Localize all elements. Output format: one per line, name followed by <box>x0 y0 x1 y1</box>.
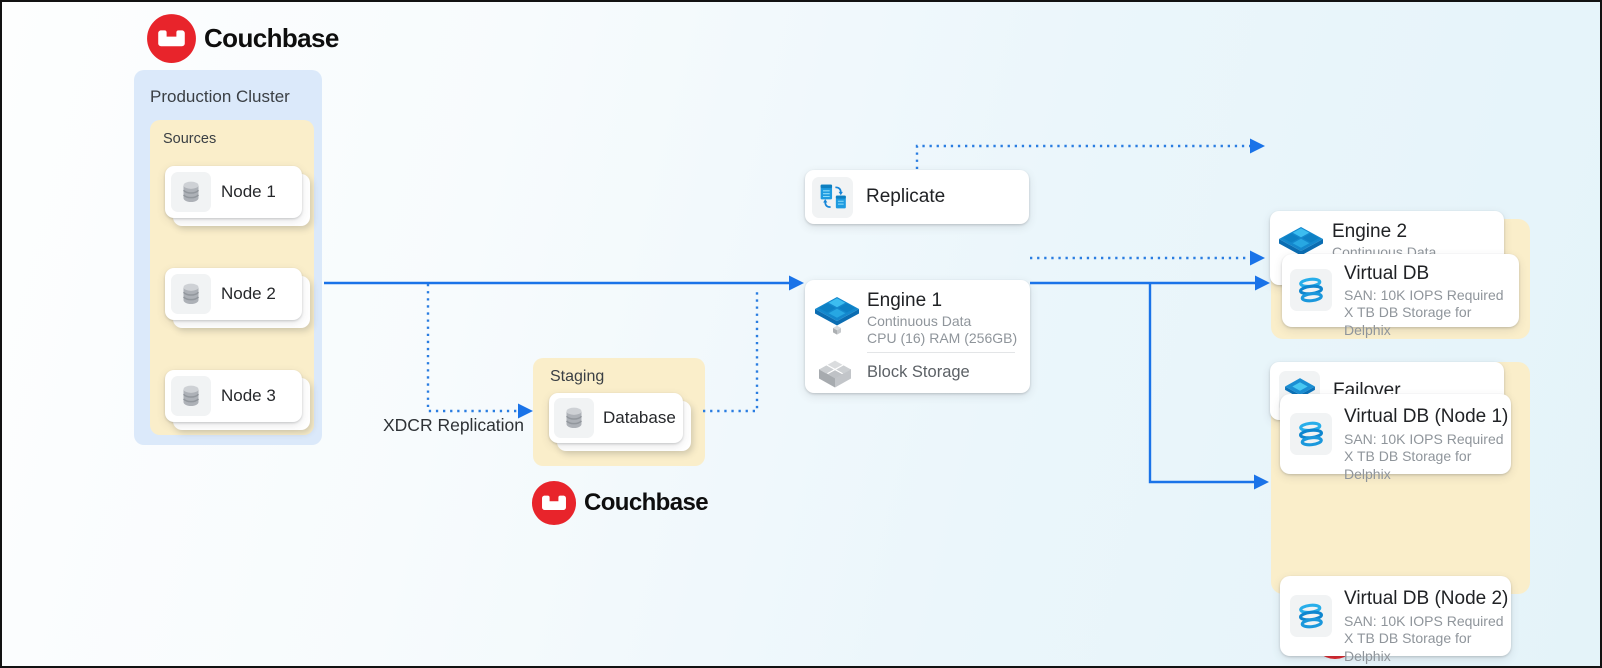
node-card-wrap: Node 2 <box>165 268 310 328</box>
xdcr-replication-label: XDCR Replication <box>383 415 525 435</box>
database-icon-tile <box>171 376 211 416</box>
virtual-db-line2: X TB DB Storage for Delphix <box>1344 304 1472 339</box>
database-icon <box>176 177 206 207</box>
staging-title: Staging <box>550 368 605 385</box>
virtual-db-node1-line2: X TB DB Storage for Delphix <box>1344 448 1472 483</box>
database-icon <box>559 403 589 433</box>
virtual-db-title: Virtual DB <box>1344 263 1430 284</box>
engine1-subtitle1: Continuous Data <box>867 313 972 329</box>
replicate-card: Replicate <box>805 170 1029 224</box>
block-storage-label: Block Storage <box>867 363 970 381</box>
sources-title: Sources <box>163 131 217 147</box>
replicate-icon-tile <box>812 176 853 218</box>
database-icon <box>176 279 206 309</box>
block-storage-icon <box>813 354 857 394</box>
engine1-card: Engine 1 Continuous Data CPU (16) RAM (2… <box>805 280 1030 393</box>
node-label: Node 3 <box>221 386 276 405</box>
virtual-db-icon <box>1294 417 1328 451</box>
virtual-db-line1: SAN: 10K IOPS Required <box>1344 287 1504 303</box>
virtual-db-icon-tile <box>1290 269 1332 311</box>
virtual-db-icon <box>1294 599 1328 633</box>
engine-icon <box>809 287 865 337</box>
couchbase-logo-icon <box>531 480 577 526</box>
couchbase-logo-icon <box>146 13 197 64</box>
couchbase-wordmark: Couchbase <box>204 23 339 53</box>
virtual-db-card: Virtual DB SAN: 10K IOPS Required X TB D… <box>1282 254 1519 338</box>
engine2-title: Engine 2 <box>1332 221 1408 242</box>
node-label: Node 2 <box>221 284 276 303</box>
node-card-wrap: Node 3 <box>165 370 310 430</box>
virtual-db-icon-tile <box>1290 595 1332 637</box>
virtual-db-node1-title: Virtual DB (Node 1) <box>1344 406 1509 427</box>
node-label: Node 1 <box>221 182 276 201</box>
database-icon-tile <box>171 172 211 212</box>
couchbase-logo-staging: Couchbase <box>531 480 709 526</box>
database-icon-tile <box>171 274 211 314</box>
virtual-db-node2-card: Virtual DB (Node 2) SAN: 10K IOPS Requir… <box>1280 576 1511 664</box>
virtual-db-node2-line1: SAN: 10K IOPS Required <box>1344 613 1504 629</box>
node-card: Node 1 <box>165 166 302 218</box>
replicate-label: Replicate <box>866 186 946 208</box>
production-cluster-box: Production Cluster Sources Node 1 <box>134 70 322 445</box>
production-cluster-title: Production Cluster <box>150 87 290 106</box>
sources-box: Sources Node 1 Node 2 <box>150 120 314 435</box>
virtual-db-icon-tile <box>1290 413 1332 455</box>
replicate-icon <box>814 178 852 216</box>
virtual-db-node1-line1: SAN: 10K IOPS Required <box>1344 431 1504 447</box>
virtual-db-node2-line2: X TB DB Storage for Delphix <box>1344 630 1472 665</box>
engine1-title: Engine 1 <box>867 290 943 311</box>
virtual-db-node2-title: Virtual DB (Node 2) <box>1344 588 1509 609</box>
node-card-wrap: Node 1 <box>165 166 310 226</box>
couchbase-wordmark: Couchbase <box>584 489 709 516</box>
database-label: Database <box>603 408 676 427</box>
node-card: Node 3 <box>165 370 302 422</box>
node-card: Node 2 <box>165 268 302 320</box>
engine1-subtitle2: CPU (16) RAM (256GB) <box>867 330 1018 346</box>
card-divider <box>867 352 1015 353</box>
database-icon <box>176 381 206 411</box>
target-multi-node-box: Target MultiNode Virtual DB (Node 1) SAN… <box>1271 362 1530 664</box>
virtual-db-node1-card: Virtual DB (Node 1) SAN: 10K IOPS Requir… <box>1280 394 1511 482</box>
staging-database-wrap: Database <box>549 393 691 451</box>
couchbase-logo-top-left: Couchbase <box>146 13 339 64</box>
virtual-db-icon <box>1294 273 1328 307</box>
database-card: Database <box>549 393 683 443</box>
database-icon-tile <box>554 398 594 438</box>
